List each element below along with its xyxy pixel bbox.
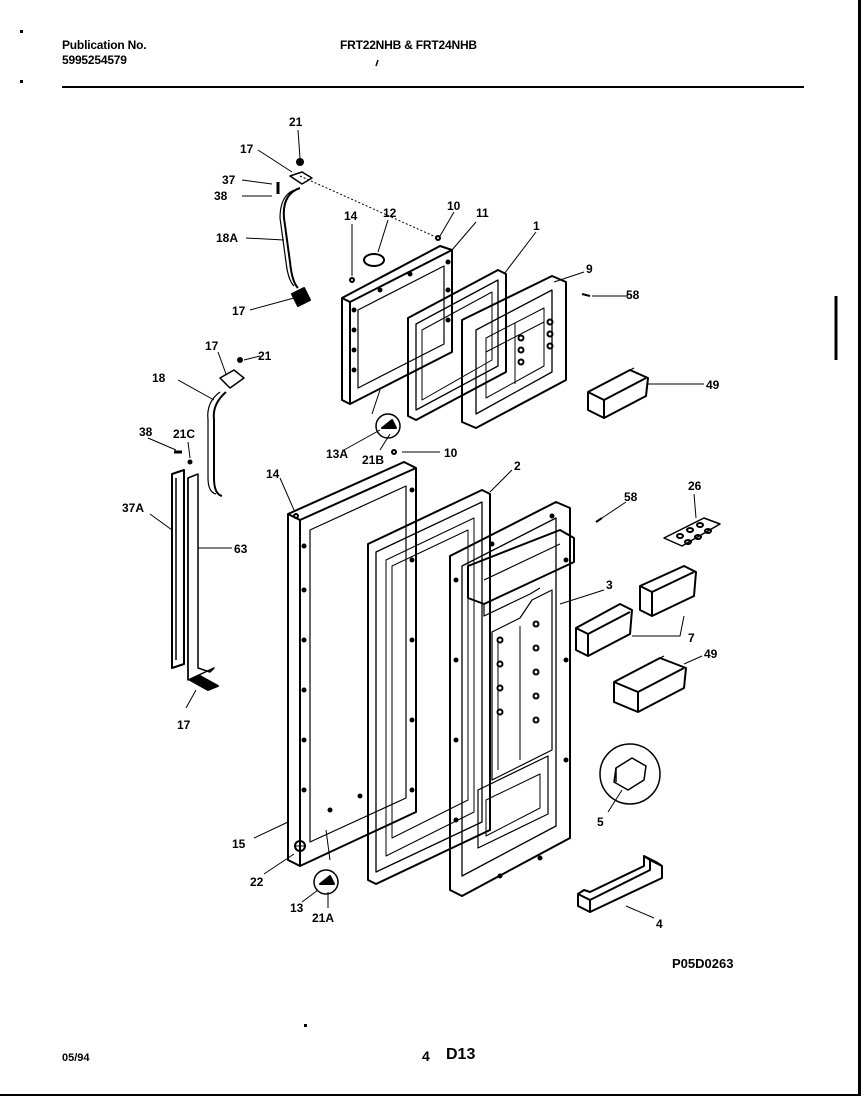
handle-detail-circle	[599, 743, 661, 805]
callout-58b: 58	[624, 490, 638, 504]
callout-58: 58	[626, 288, 640, 302]
callout-63: 63	[234, 542, 248, 556]
callout-37a: 37A	[122, 501, 144, 515]
callout-21a: 21A	[312, 911, 334, 925]
callout-12: 12	[383, 206, 397, 220]
callout-38: 38	[214, 189, 228, 203]
footer-date: 05/94	[62, 1052, 90, 1064]
callout-2: 2	[514, 459, 521, 473]
callout-26: 26	[688, 479, 702, 493]
callout-21b-lower: 21B	[362, 453, 384, 467]
callout-18: 18	[152, 371, 166, 385]
callout-18a: 18A	[216, 231, 238, 245]
fresh-food-door-outer-panel	[287, 461, 417, 867]
callout-labels: 21 17 37 38 18A 17 14 12 10 11 1 9 58 49…	[122, 115, 733, 971]
callout-10b: 10	[444, 446, 458, 460]
lower-hinge-parts	[171, 357, 245, 691]
door-handle	[577, 855, 663, 913]
callout-49: 49	[706, 378, 720, 392]
upper-hinge-parts	[276, 158, 441, 307]
door-shelf-small-upper	[639, 565, 697, 617]
callout-17d: 17	[177, 718, 191, 732]
callout-22: 22	[250, 875, 264, 889]
leader-lines	[147, 129, 704, 919]
freezer-door-liner	[461, 275, 567, 429]
callout-15: 15	[232, 837, 246, 851]
callout-10: 10	[447, 199, 461, 213]
scan-marks	[20, 30, 379, 1027]
publication-number: 5995254579	[62, 53, 127, 67]
header-rule	[62, 86, 804, 88]
callout-4: 4	[656, 917, 663, 931]
callout-17c: 17	[205, 339, 219, 353]
freezer-door-shelf	[587, 367, 649, 419]
callout-5: 5	[597, 815, 604, 829]
callout-21c: 21C	[173, 427, 195, 441]
drawing-code: P05D0263	[672, 956, 733, 971]
fresh-food-door-liner	[449, 501, 575, 897]
publication-label: Publication No.	[62, 38, 147, 52]
footer-section-code: D13	[446, 1046, 476, 1063]
callout-13a: 13A	[326, 447, 348, 461]
egg-tray	[663, 517, 721, 547]
callout-38b: 38	[139, 425, 153, 439]
fresh-food-door-gasket	[367, 489, 491, 885]
callout-21: 21	[289, 115, 303, 129]
callout-11: 11	[476, 206, 489, 220]
footer-page-number: 4	[422, 1048, 430, 1064]
callout-9: 9	[586, 262, 593, 276]
fresh-food-door-shelf	[613, 655, 687, 713]
callout-14: 14	[344, 209, 358, 223]
callout-17: 17	[240, 142, 254, 156]
callout-17b: 17	[232, 304, 246, 318]
callout-49b: 49	[704, 647, 718, 661]
callout-13: 13	[290, 901, 304, 915]
freezer-door-outer-panel	[341, 245, 453, 405]
callout-3: 3	[606, 578, 613, 592]
callout-37: 37	[222, 173, 236, 187]
callout-21b: 21	[258, 349, 272, 363]
freezer-door-gasket	[407, 269, 507, 421]
model-title: FRT22NHB & FRT24NHB	[340, 38, 477, 52]
callout-7: 7	[688, 631, 695, 645]
callout-1: 1	[533, 219, 540, 233]
door-shelf-small-lower	[575, 603, 633, 657]
callout-14b: 14	[266, 467, 280, 481]
